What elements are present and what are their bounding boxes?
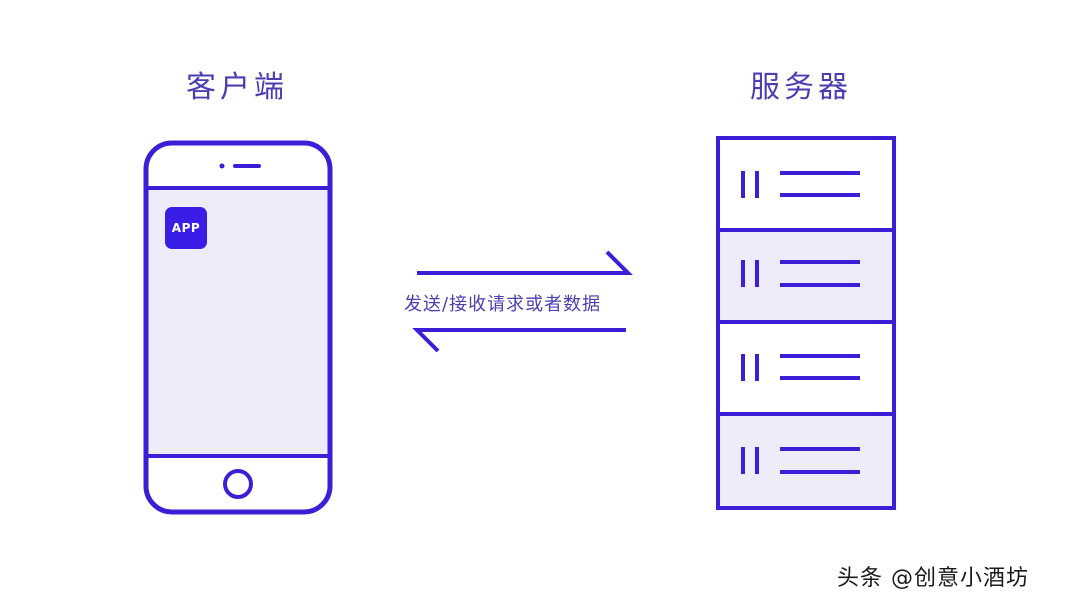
server-rack — [716, 136, 896, 510]
arrow-label: 发送/接收请求或者数据 — [404, 294, 602, 315]
server-unit-4 — [716, 412, 896, 510]
server-unit-4-marks — [741, 447, 860, 474]
server-unit-1-marks — [741, 171, 860, 198]
server-title: 服务器 — [750, 70, 852, 105]
request-arrows — [412, 250, 633, 353]
arrow-right — [417, 250, 633, 275]
app-icon-label: APP — [171, 221, 201, 235]
server-unit-2-marks — [741, 260, 860, 287]
app-icon: APP — [165, 207, 207, 249]
server-unit-1 — [716, 136, 896, 232]
arrow-left — [412, 328, 626, 353]
watermark: 头条 @创意小酒坊 — [837, 566, 1029, 591]
phone-camera-dot — [219, 163, 225, 169]
phone-home-button — [223, 469, 253, 499]
server-unit-3 — [716, 320, 896, 416]
client-title: 客户端 — [186, 70, 288, 105]
phone-illustration — [143, 140, 333, 515]
server-unit-3-marks — [741, 354, 860, 381]
